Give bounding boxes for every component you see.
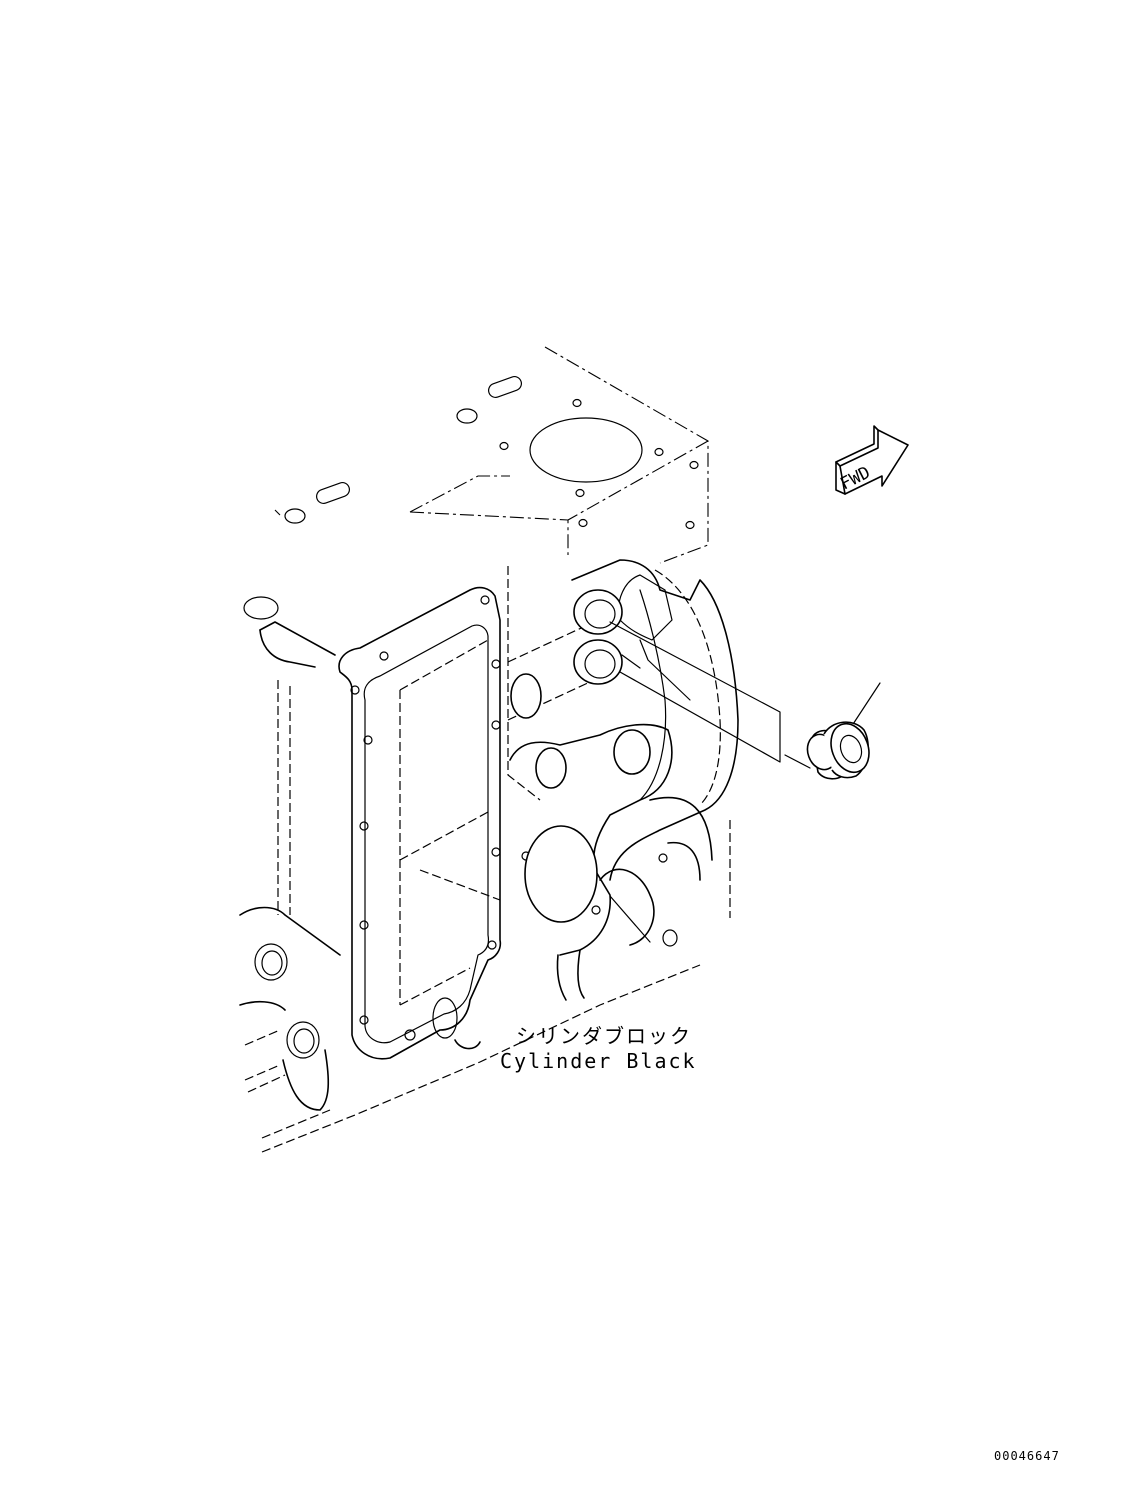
right-housing bbox=[254, 559, 739, 1059]
document-number: 00046647 bbox=[994, 1449, 1060, 1463]
front-plate bbox=[338, 586, 601, 1060]
part-label: シリンダブロック Cylinder Black bbox=[500, 1024, 697, 1073]
left-rails bbox=[239, 621, 701, 1153]
plug-part bbox=[609, 621, 881, 780]
top-deck-outline bbox=[274, 346, 709, 564]
plug-icon bbox=[806, 721, 870, 780]
fwd-label: FWD bbox=[837, 463, 873, 495]
cylinder-block bbox=[239, 346, 739, 1153]
deck-holes bbox=[243, 375, 699, 620]
fwd-arrow-icon: FWD bbox=[835, 425, 909, 495]
part-name-jp: シリンダブロック bbox=[516, 1024, 692, 1048]
part-name-en: Cylinder Black bbox=[500, 1049, 697, 1073]
